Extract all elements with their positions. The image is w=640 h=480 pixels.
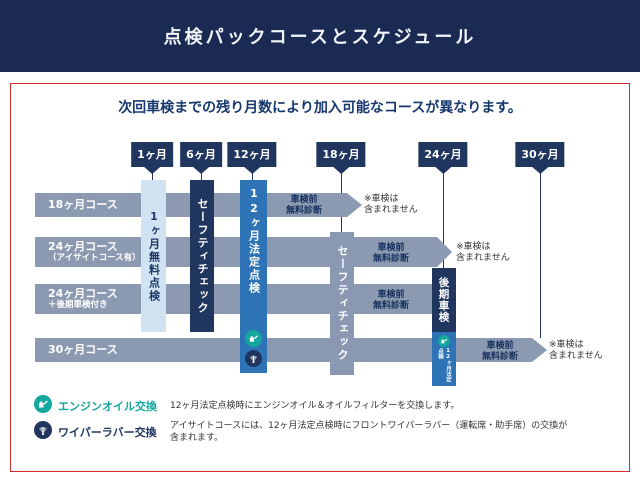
milestone-tag-18month: 18ヶ月 <box>316 142 366 167</box>
bar-safety-check-early: セーフティチェック <box>190 180 214 332</box>
legend-engine-oil-desc: 12ヶ月法定点検時にエンジンオイル＆オイルフィルターを交換します。 <box>170 401 460 411</box>
bar-safety-check-18month: セーフティチェック <box>330 232 354 375</box>
intro-text: 次回車検までの残り月数により加入可能なコースが異なります。 <box>118 100 522 116</box>
legend-engine-oil-title: エンジンオイル交換 <box>58 400 157 413</box>
bar-first-month-free-inspection: 1ヶ月無料点検 <box>141 180 166 332</box>
engine-oil-icon <box>438 335 450 347</box>
bar-late-term-shaken: 後期車検 <box>432 268 456 332</box>
engine-oil-glyph <box>441 338 448 344</box>
timeline-guide-line <box>443 172 444 268</box>
content-frame-border <box>10 83 630 472</box>
diagnosis-label-30m: 車検前 無料診断 <box>481 341 518 362</box>
wiper-glyph <box>39 426 47 436</box>
wiper-glyph <box>249 355 258 364</box>
bar-label: 後期車検 <box>437 277 450 323</box>
wiper-icon <box>245 350 262 367</box>
course-subname: （アイサイトコース有） <box>48 253 141 263</box>
course-name: 30ヶ月コース <box>48 343 118 356</box>
legend-wiper-title: ワイパーラバー交換 <box>58 426 157 439</box>
course-row-24m-eyesight: 24ヶ月コース （アイサイトコース有） <box>35 237 452 267</box>
milestone-tag-30month: 30ヶ月 <box>515 142 565 167</box>
diagnosis-label-24m-eyesight: 車検前 無料診断 <box>372 243 409 264</box>
course-row-30m: 30ヶ月コース <box>35 338 547 362</box>
bar-label: セーフティチェック <box>336 245 349 362</box>
shaken-excluded-note-24m: ※車検は 含まれません <box>456 242 510 263</box>
wiper-icon <box>34 421 52 439</box>
bar-legal-12month-late: 12ヶ月法定点検 <box>432 332 456 386</box>
timeline-guide-line <box>540 172 541 338</box>
legend-wiper-desc: アイサイトコースには、12ヶ月法定点検時にフロントワイパーラバー（運転席・助手席… <box>170 421 568 443</box>
milestone-tag-6month: 6ヶ月 <box>180 142 222 167</box>
milestone-tag-24month: 24ヶ月 <box>418 142 468 167</box>
shaken-excluded-note-18m: ※車検は 含まれません <box>364 194 418 215</box>
header-bar: 点検パックコースとスケジュール <box>0 0 640 72</box>
course-name: 18ヶ月コース <box>48 198 118 211</box>
course-name: 24ヶ月コース <box>48 240 118 253</box>
bar-label: 12ヶ月法定点検 <box>437 348 451 382</box>
milestone-tag-12month: 12ヶ月 <box>227 142 277 167</box>
diagnosis-label-18m: 車検前 無料診断 <box>285 195 322 216</box>
bar-label: 1ヶ月無料点検 <box>147 209 161 303</box>
engine-oil-glyph <box>249 335 258 342</box>
engine-oil-glyph <box>39 400 48 408</box>
course-subname: ＋後期車検付き <box>48 300 108 310</box>
milestone-tag-1month: 1ヶ月 <box>131 142 173 167</box>
timeline-guide-line <box>152 172 153 180</box>
course-row-24m-late-shaken: 24ヶ月コース ＋後期車検付き <box>35 284 452 314</box>
course-name: 24ヶ月コース <box>48 287 118 300</box>
page-title: 点検パックコースとスケジュール <box>163 27 477 48</box>
timeline-guide-line <box>252 172 253 180</box>
engine-oil-icon <box>245 330 262 347</box>
timeline-guide-line <box>201 172 202 180</box>
bar-label: 12ヶ月法定点検 <box>247 187 261 295</box>
engine-oil-icon <box>34 395 52 413</box>
diagnosis-label-24m-late: 車検前 無料診断 <box>372 290 409 311</box>
shaken-excluded-note-30m: ※車検は 含まれません <box>549 340 603 361</box>
bar-label: セーフティチェック <box>196 197 209 315</box>
bar-icons <box>245 330 262 367</box>
bar-legal-12month-inspection: 12ヶ月法定点検 <box>240 180 267 373</box>
